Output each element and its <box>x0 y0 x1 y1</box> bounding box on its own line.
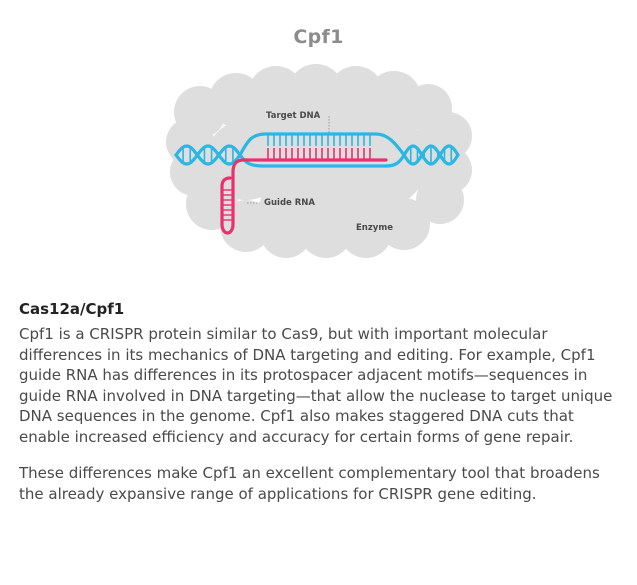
cpf1-illustration <box>166 64 472 258</box>
guide-rna-hairpin <box>220 176 235 235</box>
cpf1-diagram: Cpf1 Target DNA Guide RNA Enzyme <box>0 0 637 290</box>
diagram-title: Cpf1 <box>293 26 344 48</box>
enzyme-shape <box>166 64 472 258</box>
guide-rna-strand <box>220 148 388 235</box>
guide-rna-label: Guide RNA <box>264 198 315 208</box>
article-paragraph-2: These differences make Cpf1 an excellent… <box>19 464 600 503</box>
article-section: Cas12a/Cpf1 Cpf1 is a CRISPR protein sim… <box>19 300 619 520</box>
dna-left-helix <box>174 144 242 166</box>
guide-rna-backbone <box>231 158 388 226</box>
enzyme-label: Enzyme <box>356 223 393 233</box>
target-dna-helix <box>174 132 460 168</box>
dna-right-helix <box>402 144 460 166</box>
target-dna-label: Target DNA <box>266 111 321 121</box>
article-heading: Cas12a/Cpf1 <box>19 300 125 318</box>
article-paragraph-1: Cpf1 is a CRISPR protein similar to Cas9… <box>19 325 613 446</box>
